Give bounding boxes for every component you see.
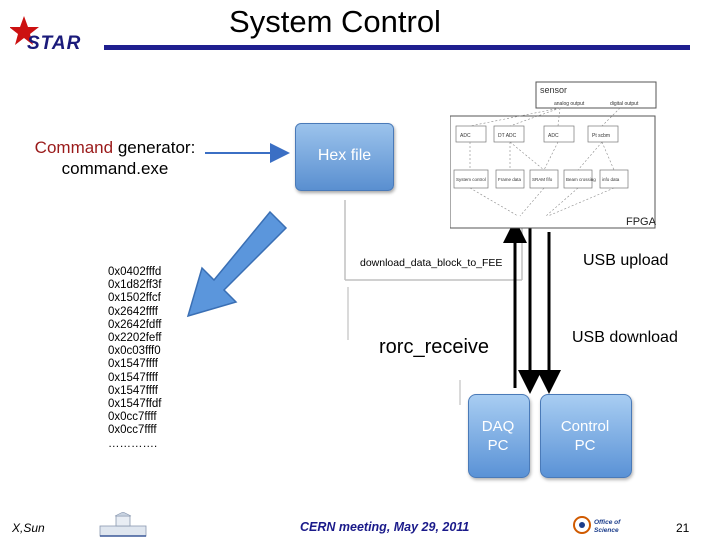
command-generator-label: Command generator: command.exe xyxy=(20,137,210,179)
rorc-receive-label: rorc_receive xyxy=(379,336,490,358)
beam-crossing-block: Beam crossing xyxy=(566,177,596,182)
download-block-label: download_data_block_to_FEE xyxy=(360,257,503,269)
hex-value: 0x0c03fff0 xyxy=(108,345,161,358)
daq-pc-line2: PC xyxy=(487,437,509,454)
hex-value: 0x1502ffcf xyxy=(108,292,161,305)
daq-pc-line1: DAQ xyxy=(481,418,515,435)
dt-adc-block: DT ADC xyxy=(498,133,517,139)
office-of-science-logo: Office of Science xyxy=(573,516,621,534)
fpga-label: FPGA xyxy=(626,216,657,228)
hex-value: 0x1547ffff xyxy=(108,371,158,384)
control-pc-line1: Control xyxy=(560,418,610,435)
sensor-label: sensor xyxy=(540,85,567,95)
office-logo-line1: Office of xyxy=(594,519,621,526)
command-exe-label: command.exe xyxy=(61,159,169,178)
star-logo-text: STAR xyxy=(27,33,82,54)
analog-output-label: analog output xyxy=(554,101,585,107)
slide-title: System Control xyxy=(229,4,441,39)
hex-value: 0x1d82ff3f xyxy=(108,279,162,292)
sensor-fpga-diagram: sensor analog output digital output ADC … xyxy=(450,81,657,229)
usb-download-label: USB download xyxy=(572,329,678,346)
frame-data-block: Frame data xyxy=(498,177,522,182)
adc-block-1: ADC xyxy=(460,133,471,139)
hex-value: 0x0cc7ffff xyxy=(108,424,157,437)
control-pc-box xyxy=(540,394,632,478)
footer-author: X,Sun xyxy=(12,521,45,535)
title-underline xyxy=(104,45,690,50)
adc-block-2: ADC xyxy=(548,133,559,139)
page-number: 21 xyxy=(676,521,690,535)
daq-pc-label: DAQ PC xyxy=(453,417,543,455)
hex-value: 0x0402fffd xyxy=(108,266,162,278)
sram-fifo-block: SRAM fifo xyxy=(532,177,553,182)
footer-meeting: CERN meeting, May 29, 2011 xyxy=(300,520,470,534)
building-logo xyxy=(99,512,147,537)
hex-value: 0x2642ffff xyxy=(108,305,158,318)
digital-output-label: digital output xyxy=(610,101,639,107)
usb-upload-label: USB upload xyxy=(583,252,669,269)
star-icon xyxy=(10,16,39,45)
generator-word: generator: xyxy=(113,138,196,157)
control-pc-line2: PC xyxy=(574,437,596,454)
hex-value: 0x1547ffff xyxy=(108,358,158,371)
hex-value: 0x2642fdff xyxy=(108,318,162,331)
command-word: Command xyxy=(34,138,114,157)
info-data-block: info data xyxy=(602,177,620,182)
star-logo xyxy=(10,16,39,45)
hex-value: 0x2202feff xyxy=(108,332,162,345)
system-control-block: System control xyxy=(456,177,486,182)
hex-value: 0x1547ffff xyxy=(108,384,158,397)
hex-file-box xyxy=(295,123,394,191)
hex-file-label: Hex file xyxy=(317,147,372,164)
big-down-left-arrow xyxy=(186,210,288,318)
hex-values-list: 0x0402fffd 0x1d82ff3f 0x1502ffcf 0x2642f… xyxy=(108,266,162,451)
office-logo-line2: Science xyxy=(594,527,619,534)
control-pc-label: Control PC xyxy=(540,417,630,455)
daq-pc-box xyxy=(468,394,530,478)
hex-value: 0x1547ffdf xyxy=(108,398,162,411)
pt-scbm-block: Pt scbm xyxy=(592,133,610,139)
hex-value-ellipsis: …………. xyxy=(108,437,158,450)
hex-value: 0x0cc7ffff xyxy=(108,411,157,424)
